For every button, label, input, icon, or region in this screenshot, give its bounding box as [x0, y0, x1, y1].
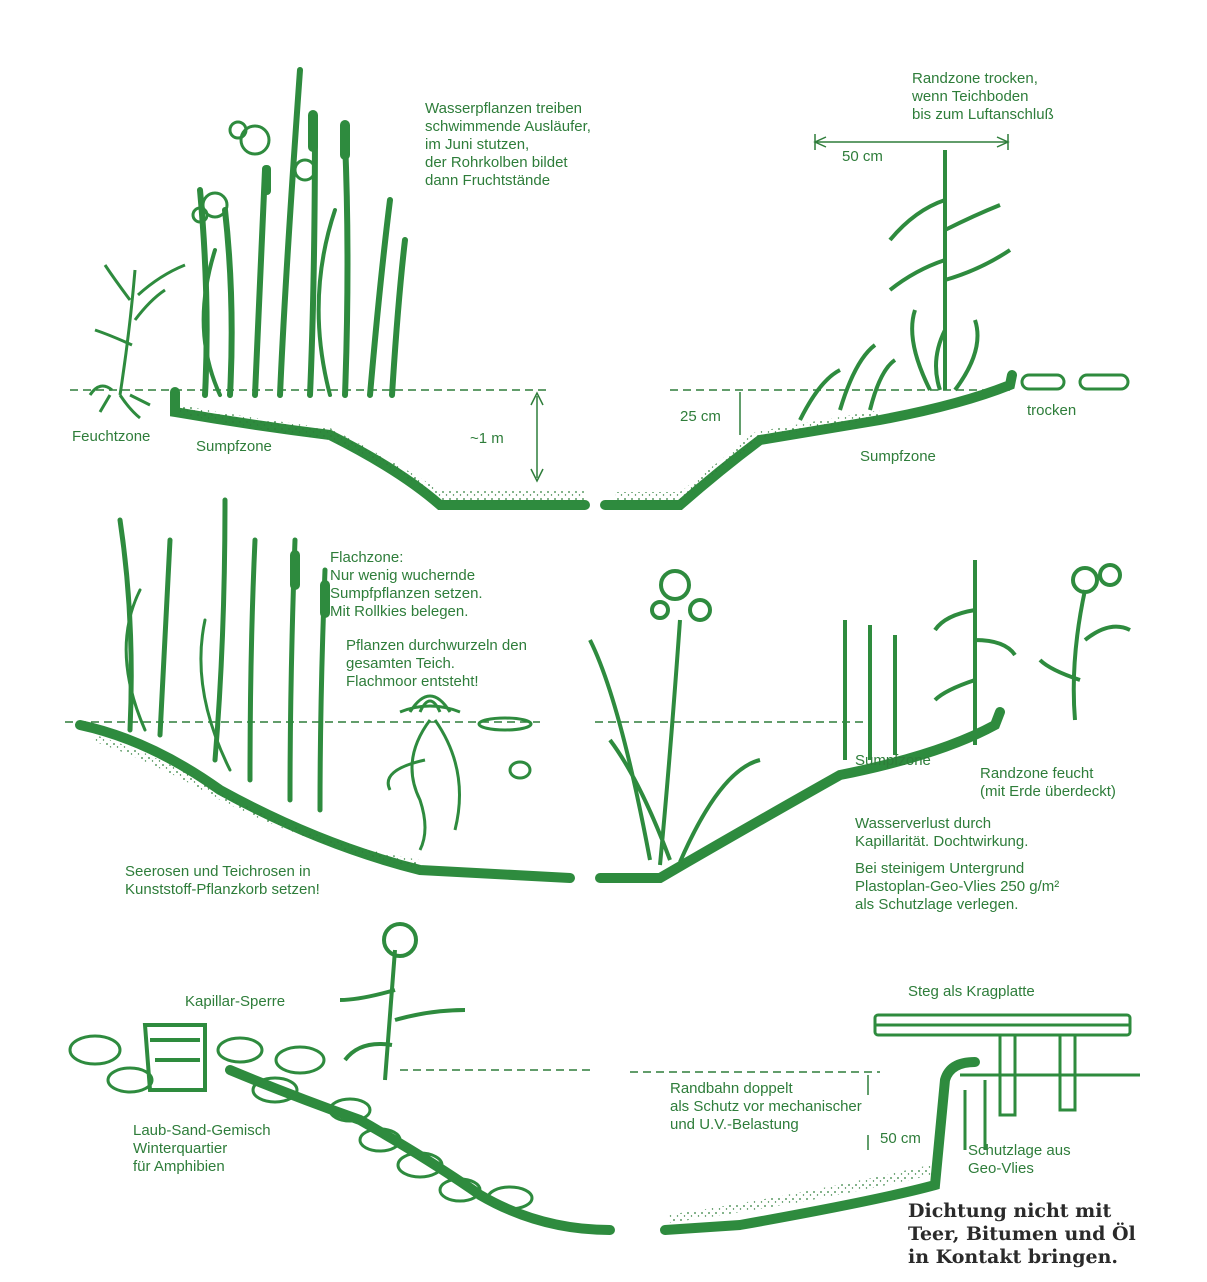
note-line: schwimmende Ausläufer,	[425, 118, 591, 136]
section2-left-profile	[65, 722, 570, 878]
note-line: Plastoplan-Geo-Vlies 250 g/m²	[855, 878, 1059, 896]
wet-zone-label: Feuchtzone	[72, 428, 150, 446]
note-line: im Juni stutzen,	[425, 136, 591, 154]
warning-line: Dichtung nicht mit	[908, 1200, 1136, 1223]
note-line: Wasserverlust durch	[855, 815, 1028, 833]
swamp-zone-label: Sumpfzone	[855, 752, 931, 770]
note-line: der Rohrkolben bildet	[425, 154, 591, 172]
section1-left-profile	[70, 390, 585, 505]
note-line: Kapillarität. Dochtwirkung.	[855, 833, 1028, 851]
note-line: für Amphibien	[133, 1158, 271, 1176]
geo-fleece-note: Bei steinigem Untergrund Plastoplan-Geo-…	[855, 860, 1059, 914]
note-line: (mit Erde überdeckt)	[980, 783, 1116, 801]
warning-note: Dichtung nicht mit Teer, Bitumen und Öl …	[908, 1200, 1136, 1269]
depth-label: 50 cm	[880, 1130, 921, 1148]
edge-zone-plant-icon	[800, 150, 1010, 420]
cattail-icon	[290, 550, 330, 618]
floating-runners-note: Wasserpflanzen treiben schwimmende Auslä…	[425, 100, 591, 190]
note-line: Nur wenig wuchernde	[330, 567, 483, 585]
water-loss-note: Wasserverlust durch Kapillarität. Dochtw…	[855, 815, 1028, 851]
note-line: Kunststoff-Pflanzkorb setzen!	[125, 881, 320, 899]
capillary-barrier-label: Kapillar-Sperre	[185, 993, 285, 1011]
water-lily-note: Seerosen und Teichrosen in Kunststoff-Pf…	[125, 863, 320, 899]
note-line: Laub-Sand-Gemisch	[133, 1122, 271, 1140]
water-lily-icon	[388, 696, 531, 850]
note-line: Winterquartier	[133, 1140, 271, 1158]
note-line: Flachmoor entsteht!	[346, 673, 527, 691]
reed-plants-icon	[200, 70, 405, 395]
note-line: wenn Teichboden	[912, 88, 1054, 106]
edge-zone-wet-note: Randzone feucht (mit Erde überdeckt)	[980, 765, 1116, 801]
section3-left-profile	[230, 1070, 610, 1230]
bank-plant-icon	[340, 924, 465, 1080]
submerged-plant-icon	[590, 571, 760, 865]
note-line: Pflanzen durchwurzeln den	[346, 637, 527, 655]
note-line: bis zum Luftanschluß	[912, 106, 1054, 124]
dry-label: trocken	[1027, 402, 1076, 420]
note-line: gesamten Teich.	[346, 655, 527, 673]
jetty-label: Steg als Kragplatte	[908, 983, 1035, 1001]
swamp-zone-left-label: Sumpfzone	[196, 438, 272, 456]
note-line: Bei steinigem Untergrund	[855, 860, 1059, 878]
depth-label: ~1 m	[470, 430, 504, 448]
double-liner-note: Randbahn doppelt als Schutz vor mechanis…	[670, 1080, 862, 1134]
height-label: 25 cm	[680, 408, 721, 426]
shallow-zone-note: Flachzone: Nur wenig wuchernde Sumpfpfla…	[330, 549, 483, 621]
tree-stump-icon	[145, 1025, 205, 1090]
winter-quarters-note: Laub-Sand-Gemisch Winterquartier für Amp…	[133, 1122, 271, 1176]
warning-line: Teer, Bitumen und Öl	[908, 1223, 1136, 1246]
note-line: dann Fruchtstände	[425, 172, 591, 190]
edge-zone-dry-note: Randzone trocken, wenn Teichboden bis zu…	[912, 70, 1054, 124]
width-label: 50 cm	[842, 148, 883, 166]
note-line: Randzone feucht	[980, 765, 1116, 783]
stone-icon	[1022, 375, 1064, 389]
warning-line: in Kontakt bringen.	[908, 1246, 1136, 1269]
section2-right-profile	[595, 712, 1000, 878]
note-line: Schutzlage aus	[968, 1142, 1071, 1160]
swamp-zone-right-label: Sumpfzone	[860, 448, 936, 466]
note-line: und U.V.-Belastung	[670, 1116, 862, 1134]
note-line: Geo-Vlies	[968, 1160, 1071, 1178]
protective-layer-note: Schutzlage aus Geo-Vlies	[968, 1142, 1071, 1178]
note-line: Mit Rollkies belegen.	[330, 603, 483, 621]
note-line: Wasserpflanzen treiben	[425, 100, 591, 118]
stone-icon	[1080, 375, 1128, 389]
note-line: Sumpfpflanzen setzen.	[330, 585, 483, 603]
note-line: Randbahn doppelt	[670, 1080, 862, 1098]
note-line: Seerosen und Teichrosen in	[125, 863, 320, 881]
note-line: Randzone trocken,	[912, 70, 1054, 88]
note-line: Flachzone:	[330, 549, 483, 567]
cattail-icon	[262, 110, 350, 195]
roots-note: Pflanzen durchwurzeln den gesamten Teich…	[346, 637, 527, 691]
note-line: als Schutz vor mechanischer	[670, 1098, 862, 1116]
note-line: als Schutzlage verlegen.	[855, 896, 1059, 914]
